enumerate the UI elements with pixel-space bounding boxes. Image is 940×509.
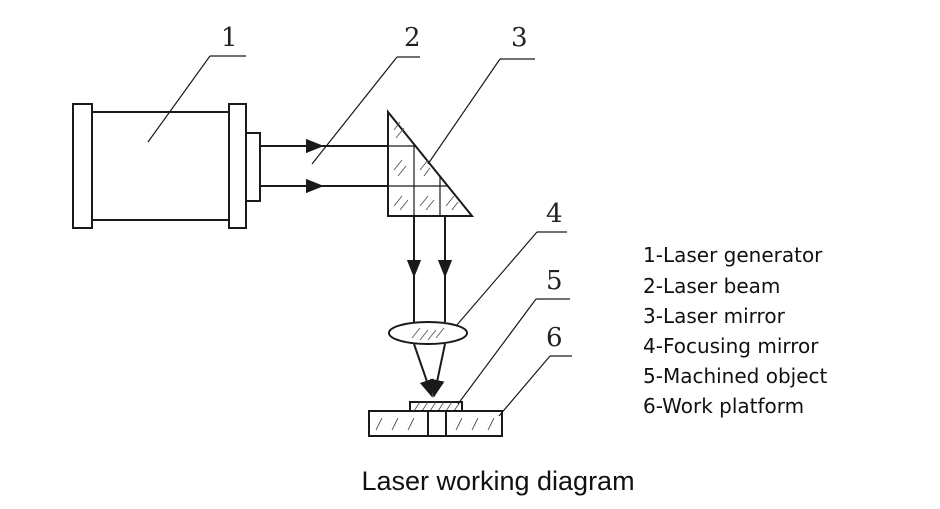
laser-mirror bbox=[387, 109, 475, 217]
machined-object bbox=[409, 401, 463, 412]
focused-beam bbox=[413, 343, 446, 398]
focusing-mirror bbox=[388, 321, 468, 345]
work-platform bbox=[368, 410, 503, 437]
legend-item: 2-Laser beam bbox=[643, 274, 780, 298]
callout-5: 5 bbox=[546, 266, 563, 296]
legend-item: 3-Laser mirror bbox=[643, 304, 786, 328]
callout-3: 3 bbox=[511, 23, 528, 53]
legend: 1-Laser generator 2-Laser beam 3-Laser m… bbox=[643, 243, 828, 418]
laser-beam bbox=[260, 138, 388, 194]
diagram-caption: Laser working diagram bbox=[361, 466, 634, 496]
callout-6: 6 bbox=[546, 323, 563, 353]
reflected-beam bbox=[406, 216, 453, 322]
callout-2: 2 bbox=[404, 23, 421, 53]
legend-item: 5-Machined object bbox=[643, 364, 828, 388]
legend-item: 1-Laser generator bbox=[643, 243, 823, 267]
callout-1: 1 bbox=[221, 23, 238, 53]
legend-item: 4-Focusing mirror bbox=[643, 334, 819, 358]
laser-generator bbox=[72, 103, 261, 229]
leader-lines bbox=[147, 55, 572, 417]
callout-4: 4 bbox=[546, 199, 563, 229]
legend-item: 6-Work platform bbox=[643, 394, 804, 418]
